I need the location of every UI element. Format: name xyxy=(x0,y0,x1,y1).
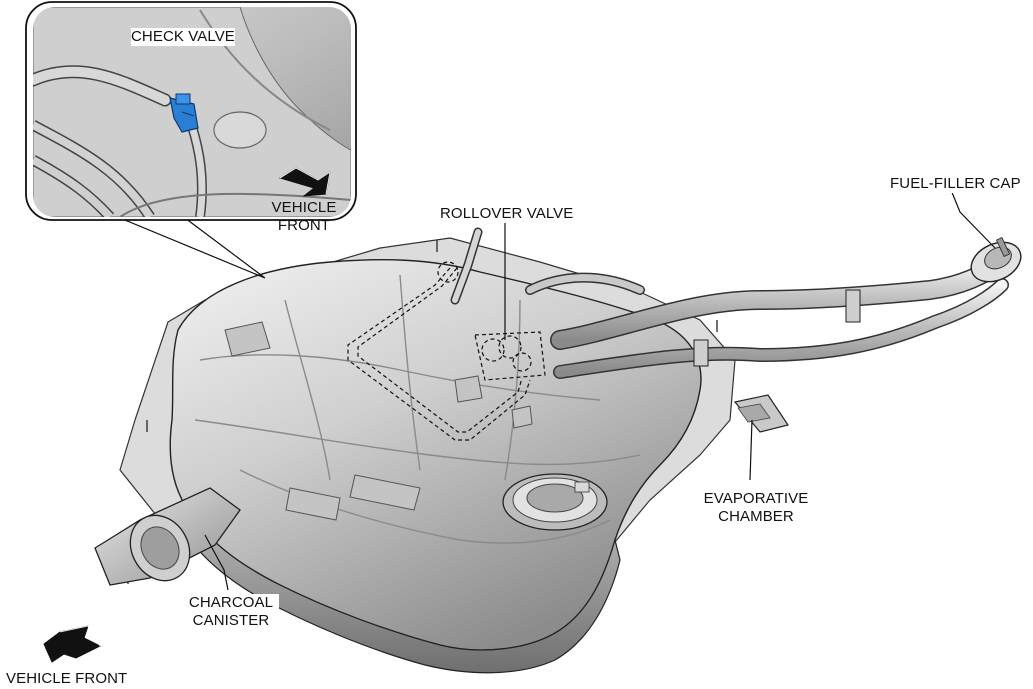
charcoal-canister xyxy=(94,487,241,586)
charcoal-canister-line2: CANISTER xyxy=(192,612,270,629)
fuel-filler-cap xyxy=(970,237,1022,283)
check-valve xyxy=(169,93,199,133)
vehicle-front-arrow-icon xyxy=(43,625,102,663)
filler-pipes xyxy=(450,227,1010,379)
leader-fuel-filler-cap xyxy=(950,189,996,249)
vehicle-front-label: VEHICLE FRONT xyxy=(6,670,128,688)
inset-pointer xyxy=(119,217,266,279)
leader-charcoal-canister xyxy=(204,534,229,591)
fuel-pump-flange xyxy=(502,473,608,531)
rollover-valve-label: ROLLOVER VALVE xyxy=(440,205,574,223)
rollover-valve-hidden-lines xyxy=(347,261,546,441)
evaporative-chamber xyxy=(733,394,789,433)
charcoal-canister-label: CHARCOAL CANISTER xyxy=(183,594,279,630)
fuel-filler-cap-label: FUEL-FILLER CAP xyxy=(890,175,1021,193)
evaporative-chamber-line2: CHAMBER xyxy=(718,508,794,525)
tank-side-wall xyxy=(175,503,621,674)
inset-vehicle-front-line1: VEHICLE xyxy=(271,199,337,216)
check-valve-label: CHECK VALVE xyxy=(131,28,235,46)
tank-pads xyxy=(224,321,533,521)
inset-vehicle-front-line2: FRONT xyxy=(277,217,331,234)
charcoal-canister-line1: CHARCOAL xyxy=(188,594,274,611)
inset-vehicle-front-label: VEHICLE FRONT xyxy=(266,199,342,235)
evaporative-chamber-label: EVAPORATIVE CHAMBER xyxy=(695,490,817,526)
vehicle-front-arrow-icon xyxy=(278,167,331,197)
evaporative-chamber-line1: EVAPORATIVE xyxy=(703,490,809,507)
leader-evaporative-chamber xyxy=(749,419,753,481)
